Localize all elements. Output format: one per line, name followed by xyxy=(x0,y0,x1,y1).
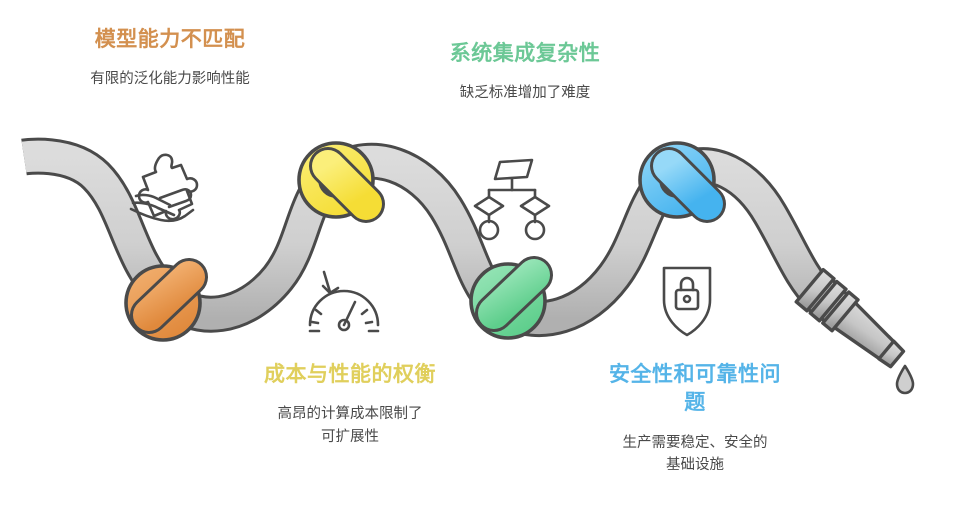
label-model-capability-desc: 有限的泛化能力影响性能 xyxy=(90,71,250,88)
knot-green xyxy=(469,256,553,340)
label-cost-performance-desc: 高昂的计算成本限制了 可扩展性 xyxy=(277,406,423,445)
label-security-reliability: 安全性和可靠性问 题 生产需要稳定、安全的 基础设施 xyxy=(568,361,822,477)
shield-lock-icon xyxy=(662,266,712,337)
knot-orange xyxy=(124,258,208,342)
label-system-integration-title: 系统集成复杂性 xyxy=(449,42,601,65)
knot-blue xyxy=(638,141,726,223)
label-cost-performance-title: 成本与性能的权衡 xyxy=(264,363,436,386)
gauge-down-arrow-icon xyxy=(308,270,380,333)
label-security-reliability-title: 安全性和可靠性问 题 xyxy=(609,363,781,415)
label-model-capability-title: 模型能力不匹配 xyxy=(94,28,246,51)
hose-nozzle xyxy=(794,267,906,369)
label-security-reliability-desc: 生产需要稳定、安全的 基础设施 xyxy=(622,434,768,474)
label-system-integration: 系统集成复杂性 缺乏标准增加了难度 xyxy=(395,40,655,105)
label-cost-performance: 成本与性能的权衡 高昂的计算成本限制了 可扩展性 xyxy=(222,361,478,448)
water-drop-icon xyxy=(895,364,915,395)
flowchart-hierarchy-icon xyxy=(473,158,551,241)
knot-yellow xyxy=(297,141,385,223)
label-model-capability: 模型能力不匹配 有限的泛化能力影响性能 xyxy=(30,26,310,91)
label-system-integration-desc: 缺乏标准增加了难度 xyxy=(459,85,591,102)
hand-puzzle-piece-icon xyxy=(129,153,199,223)
